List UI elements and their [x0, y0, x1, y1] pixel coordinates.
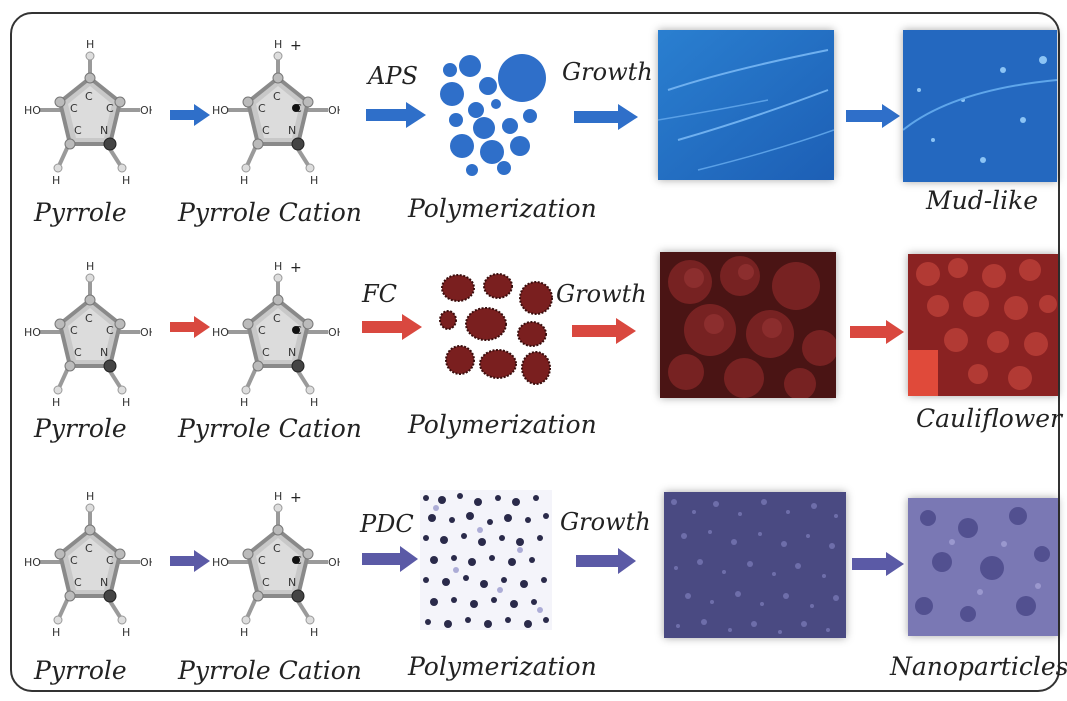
- morphology-label: Cauliflower: [916, 404, 1062, 433]
- oxidant-label: APS: [368, 62, 418, 90]
- polymerization-label: Polymerization: [408, 194, 597, 223]
- morphology-label: Nanoparticles: [890, 652, 1067, 681]
- pyrrole-cation-label: Pyrrole Cation: [178, 414, 362, 443]
- row-fc: + FC Growth: [0, 240, 1067, 470]
- pyrrole-molecule: [22, 258, 152, 411]
- row-pdc: + PDC Growth: [0, 470, 1067, 700]
- arrow-1: [170, 316, 210, 338]
- polymer-particles: [439, 273, 553, 385]
- arrow-3: [572, 318, 636, 344]
- pyrrole-cation-label: Pyrrole Cation: [178, 198, 362, 227]
- pyrrole-label: Pyrrole: [34, 656, 127, 685]
- polymer-particles: [440, 54, 546, 176]
- pyrrole-cation-molecule: +: [210, 36, 340, 189]
- polymerization-label: Polymerization: [408, 652, 597, 681]
- svg-text:+: +: [290, 260, 302, 276]
- svg-text:+: +: [290, 490, 302, 506]
- pyrrole-cation-label: Pyrrole Cation: [178, 656, 362, 685]
- row-aps: + APS Growth Pyrrole Pyrrol: [0, 18, 1067, 248]
- arrow-3: [576, 548, 636, 574]
- sem-image-growth: [658, 30, 834, 180]
- polymerization-label: Polymerization: [408, 410, 597, 439]
- sem-image-growth: [660, 252, 836, 398]
- growth-label: Growth: [562, 58, 653, 86]
- arrow-1: [170, 104, 210, 126]
- oxidant-label: FC: [362, 280, 398, 308]
- arrow-4: [846, 104, 900, 128]
- arrow-4: [850, 320, 904, 344]
- oxidant-label: PDC: [360, 510, 414, 538]
- growth-label: Growth: [560, 508, 651, 536]
- arrow-3: [574, 104, 638, 130]
- morphology-label: Mud-like: [926, 186, 1039, 215]
- sem-image-growth: [664, 492, 846, 638]
- pyrrole-molecule: [22, 488, 152, 641]
- pyrrole-label: Pyrrole: [34, 414, 127, 443]
- pyrrole-molecule: [22, 36, 152, 189]
- arrow-2: [362, 314, 422, 340]
- pyrrole-cation-molecule: +: [210, 488, 340, 641]
- arrow-2: [362, 546, 418, 572]
- growth-label: Growth: [556, 280, 647, 308]
- polymer-particles: [420, 490, 552, 630]
- arrow-4: [852, 552, 904, 576]
- svg-text:+: +: [290, 38, 302, 54]
- figure-frame: [10, 12, 1060, 692]
- pyrrole-label: Pyrrole: [34, 198, 127, 227]
- arrow-2: [366, 102, 426, 128]
- sem-image-morphology: [903, 30, 1057, 182]
- sem-image-morphology: [908, 254, 1058, 396]
- arrow-1: [170, 550, 210, 572]
- pyrrole-cation-molecule: +: [210, 258, 340, 411]
- sem-image-morphology: [908, 498, 1058, 636]
